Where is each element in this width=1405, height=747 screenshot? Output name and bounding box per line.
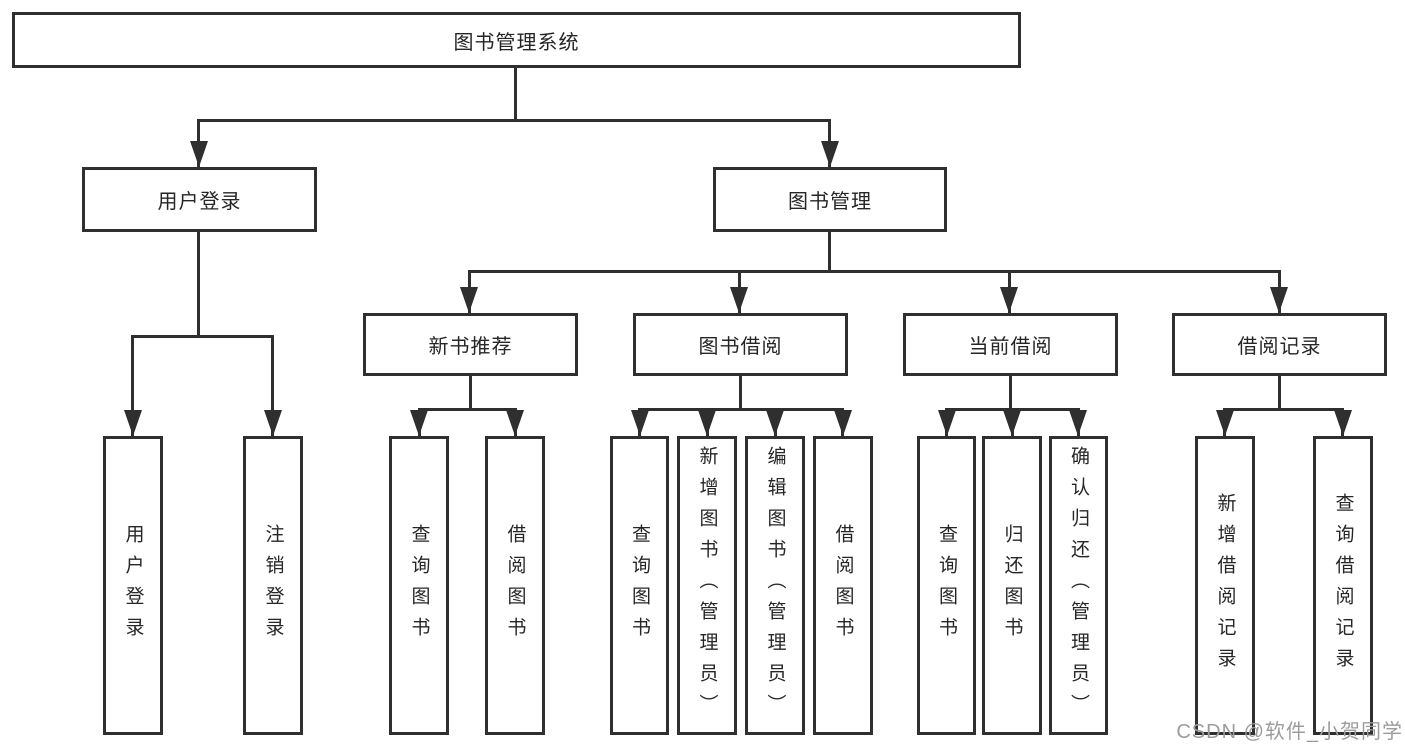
connector-book-management-stub: [828, 232, 831, 272]
arrowhead: [938, 410, 956, 436]
leaf-recommend-query-book: 查询图书: [389, 436, 449, 735]
node-borrow-records: 借阅记录: [1172, 313, 1387, 376]
node-new-book-recommend: 新书推荐: [363, 313, 578, 376]
arrowhead: [460, 287, 478, 313]
arrowhead: [1270, 287, 1288, 313]
connector-stub: [1278, 376, 1281, 409]
leaf-records-add-record: 新增借阅记录: [1195, 436, 1255, 735]
node-root: 图书管理系统: [12, 12, 1021, 68]
arrowhead: [190, 141, 208, 167]
arrowhead: [264, 410, 282, 436]
arrowhead: [410, 410, 428, 436]
connector-stub: [739, 376, 742, 409]
leaf-recommend-borrow-book: 借阅图书: [485, 436, 545, 735]
leaf-current-query-book: 查询图书: [917, 436, 976, 735]
node-book-borrow: 图书借阅: [633, 313, 848, 376]
connector-user-login-stub: [197, 232, 200, 335]
connector-stub: [469, 376, 472, 409]
connector-stub: [1009, 376, 1012, 409]
leaf-records-query-record: 查询借阅记录: [1313, 436, 1373, 735]
watermark: CSDN @软件_小贺同学: [1176, 721, 1403, 743]
node-book-management: 图书管理: [713, 167, 947, 232]
leaf-borrow-edit-book-admin: 编辑图书（管理员）: [745, 436, 805, 735]
connector-level2-bus: [197, 119, 831, 122]
arrowhead: [766, 410, 784, 436]
arrowhead: [834, 410, 852, 436]
arrowhead: [1003, 410, 1021, 436]
connector-drop: [131, 335, 134, 436]
connector-drop: [271, 335, 274, 436]
arrowhead: [631, 410, 649, 436]
connector-level3-bus: [468, 270, 1281, 273]
leaf-current-confirm-return-admin: 确认归还（管理员）: [1049, 436, 1108, 735]
arrowhead: [1334, 410, 1352, 436]
leaf-borrow-query-book: 查询图书: [610, 436, 669, 735]
connector-bus: [638, 408, 844, 411]
connector-user-login-bus: [131, 335, 274, 338]
arrowhead: [698, 410, 716, 436]
arrowhead: [1069, 410, 1087, 436]
connector-bus: [1223, 408, 1344, 411]
arrowhead: [730, 287, 748, 313]
leaf-logout: 注销登录: [243, 436, 303, 735]
node-current-borrow: 当前借阅: [903, 313, 1118, 376]
arrowhead: [506, 410, 524, 436]
leaf-borrow-borrow-book: 借阅图书: [813, 436, 873, 735]
arrowhead: [821, 141, 839, 167]
leaf-borrow-add-book-admin: 新增图书（管理员）: [677, 436, 737, 735]
node-user-login: 用户登录: [82, 167, 317, 232]
arrowhead: [1000, 287, 1018, 313]
arrowhead: [1216, 410, 1234, 436]
connector-root-stub: [514, 67, 517, 120]
leaf-current-return-book: 归还图书: [982, 436, 1042, 735]
connector-bus: [418, 408, 517, 411]
leaf-user-login: 用户登录: [103, 436, 163, 735]
arrowhead: [124, 410, 142, 436]
